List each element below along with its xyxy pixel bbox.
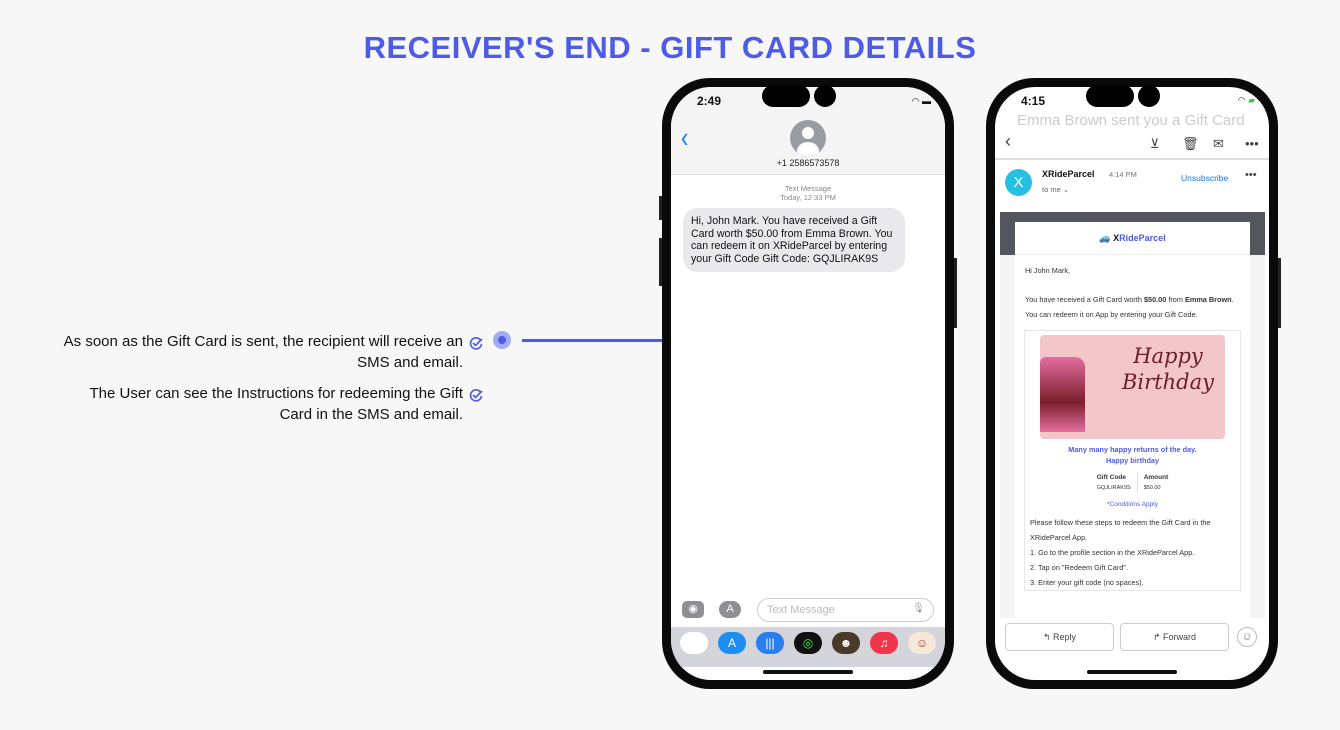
wifi-battery-icon: ◠ ▬: [911, 96, 931, 106]
app-store-icon[interactable]: A: [719, 601, 741, 618]
camera-icon[interactable]: ◉: [682, 601, 704, 618]
wish-line-1: Many many happy returns of the day.: [1068, 445, 1197, 454]
feature-2-line2: Card in the SMS and email.: [279, 406, 463, 423]
email-card: 🚙 XRideParcel Hi John Mark, You have rec…: [1015, 222, 1250, 618]
message-more-icon[interactable]: •••: [1245, 169, 1257, 181]
message-meta: Text Message Today, 12:33 PM: [671, 184, 945, 202]
image-text-happy: Happy: [1133, 344, 1203, 368]
email-toolbar: ‹ ⊻ 🗑 ✉ •••: [995, 130, 1269, 160]
app-drawer: ✿ A ||| ◎ ☻ ♫ ☺: [671, 627, 945, 667]
feature-2-line1: The User can see the Instructions for re…: [89, 385, 463, 402]
step-item: 3. Enter your gift code (no spaces).: [1030, 578, 1144, 587]
feature-1-line1: As soon as the Gift Card is sent, the re…: [63, 333, 463, 350]
contact-avatar[interactable]: [790, 120, 826, 156]
wish-line-2: Happy birthday: [1105, 456, 1160, 465]
feature-2: The User can see the Instructions for re…: [3, 383, 463, 425]
body-paragraph: You have received a Gift Card worth $50.…: [1025, 295, 1234, 304]
message-time: Today, 12:33 PM: [780, 193, 836, 202]
app-store-app-icon[interactable]: A: [718, 632, 746, 654]
image-text-birthday: Birthday: [1122, 370, 1214, 394]
recipient-toggle[interactable]: to me ⌄: [1042, 185, 1070, 194]
email-subject: Emma Brown sent you a Gift Card: [1017, 112, 1245, 129]
home-indicator: [1087, 670, 1177, 674]
feature-1: As soon as the Gift Card is sent, the re…: [3, 331, 463, 373]
activity-app-icon[interactable]: ◎: [794, 632, 822, 654]
mark-unread-icon[interactable]: ✉: [1213, 136, 1224, 151]
brand-logo: 🚙 XRideParcel: [1015, 222, 1250, 255]
page-title: RECEIVER'S END - GIFT CARD DETAILS: [363, 30, 977, 65]
home-indicator: [763, 670, 853, 674]
more-icon[interactable]: •••: [1245, 136, 1259, 151]
back-chevron-icon[interactable]: ‹: [1005, 131, 1011, 151]
status-time: 2:49: [697, 94, 722, 108]
input-placeholder: Text Message: [767, 604, 835, 616]
message-bubble: Hi, John Mark. You have received a Gift …: [683, 208, 905, 273]
microphone-icon[interactable]: 🎙: [912, 603, 925, 614]
check-circle-icon: [469, 389, 483, 402]
audio-message-icon[interactable]: |||: [756, 632, 784, 654]
emoji-reaction-icon[interactable]: ☺: [1237, 627, 1257, 647]
wifi-battery-icon: ◠ ▰: [1237, 95, 1255, 105]
memoji-app-icon[interactable]: ☻: [832, 632, 860, 654]
forward-button[interactable]: ↱ Forward: [1120, 623, 1229, 651]
feature-1-line2: SMS and email.: [357, 354, 463, 371]
email-body: 🚙 XRideParcel Hi John Mark, You have rec…: [1000, 212, 1265, 618]
text-message-input[interactable]: Text Message 🎙: [757, 598, 934, 622]
conditions-link[interactable]: *Conditions Apply: [1107, 501, 1158, 508]
gift-code-label: Gift Code: [1096, 474, 1126, 481]
trash-icon[interactable]: 🗑: [1182, 136, 1199, 151]
sms-phone: 2:49 ◠ ▬ ‹ +1 2586573578 Text Message To…: [659, 78, 957, 689]
status-time: 4:15: [1021, 94, 1046, 108]
amount-label: Amount: [1143, 474, 1169, 481]
connector-dot: [493, 331, 511, 349]
email-phone: 4:15 ◠ ▰ Emma Brown sent you a Gift Card…: [986, 78, 1281, 689]
redeem-steps: Please follow these steps to redeem the …: [1025, 512, 1240, 590]
sender-name: XRideParcel: [1042, 169, 1095, 179]
email-actions: ↰ Reply ↱ Forward ☺: [995, 618, 1269, 658]
step-item: 2. Tap on "Redeem Gift Card".: [1030, 563, 1128, 572]
check-circle-icon: [469, 337, 483, 350]
gift-code-value: GQJLIRAK9S: [1096, 485, 1131, 491]
sms-screen: 2:49 ◠ ▬ ‹ +1 2586573578 Text Message To…: [671, 87, 945, 680]
unsubscribe-link[interactable]: Unsubscribe: [1181, 173, 1229, 183]
sender-avatar: X: [1005, 169, 1032, 196]
sent-time: 4:14 PM: [1109, 170, 1137, 179]
music-app-icon[interactable]: ♫: [870, 632, 898, 654]
greeting: Hi John Mark,: [1025, 266, 1071, 275]
email-screen: 4:15 ◠ ▰ Emma Brown sent you a Gift Card…: [995, 87, 1269, 680]
connector-line: [522, 339, 662, 342]
stickers-app-icon[interactable]: ☺: [908, 632, 936, 654]
message-composer: ◉ A Text Message 🎙: [671, 595, 945, 627]
car-icon: 🚙: [1099, 233, 1114, 243]
body-paragraph-2: You can redeem it on App by entering you…: [1025, 310, 1198, 319]
steps-intro: Please follow these steps to redeem the …: [1030, 518, 1211, 542]
amount-value: $50.00: [1143, 485, 1161, 491]
photos-app-icon[interactable]: ✿: [680, 632, 708, 654]
reply-icon: ↰: [1042, 632, 1054, 642]
back-chevron-icon[interactable]: ‹: [681, 121, 689, 154]
step-item: 1. Go to the profile section in the XRid…: [1030, 548, 1195, 557]
message-type: Text Message: [784, 184, 832, 193]
contact-phone-number: +1 2586573578: [776, 158, 840, 168]
archive-icon[interactable]: ⊻: [1150, 136, 1160, 151]
cake-illustration: [1040, 357, 1085, 432]
reply-button[interactable]: ↰ Reply: [1005, 623, 1114, 651]
forward-icon: ↱: [1152, 632, 1164, 642]
